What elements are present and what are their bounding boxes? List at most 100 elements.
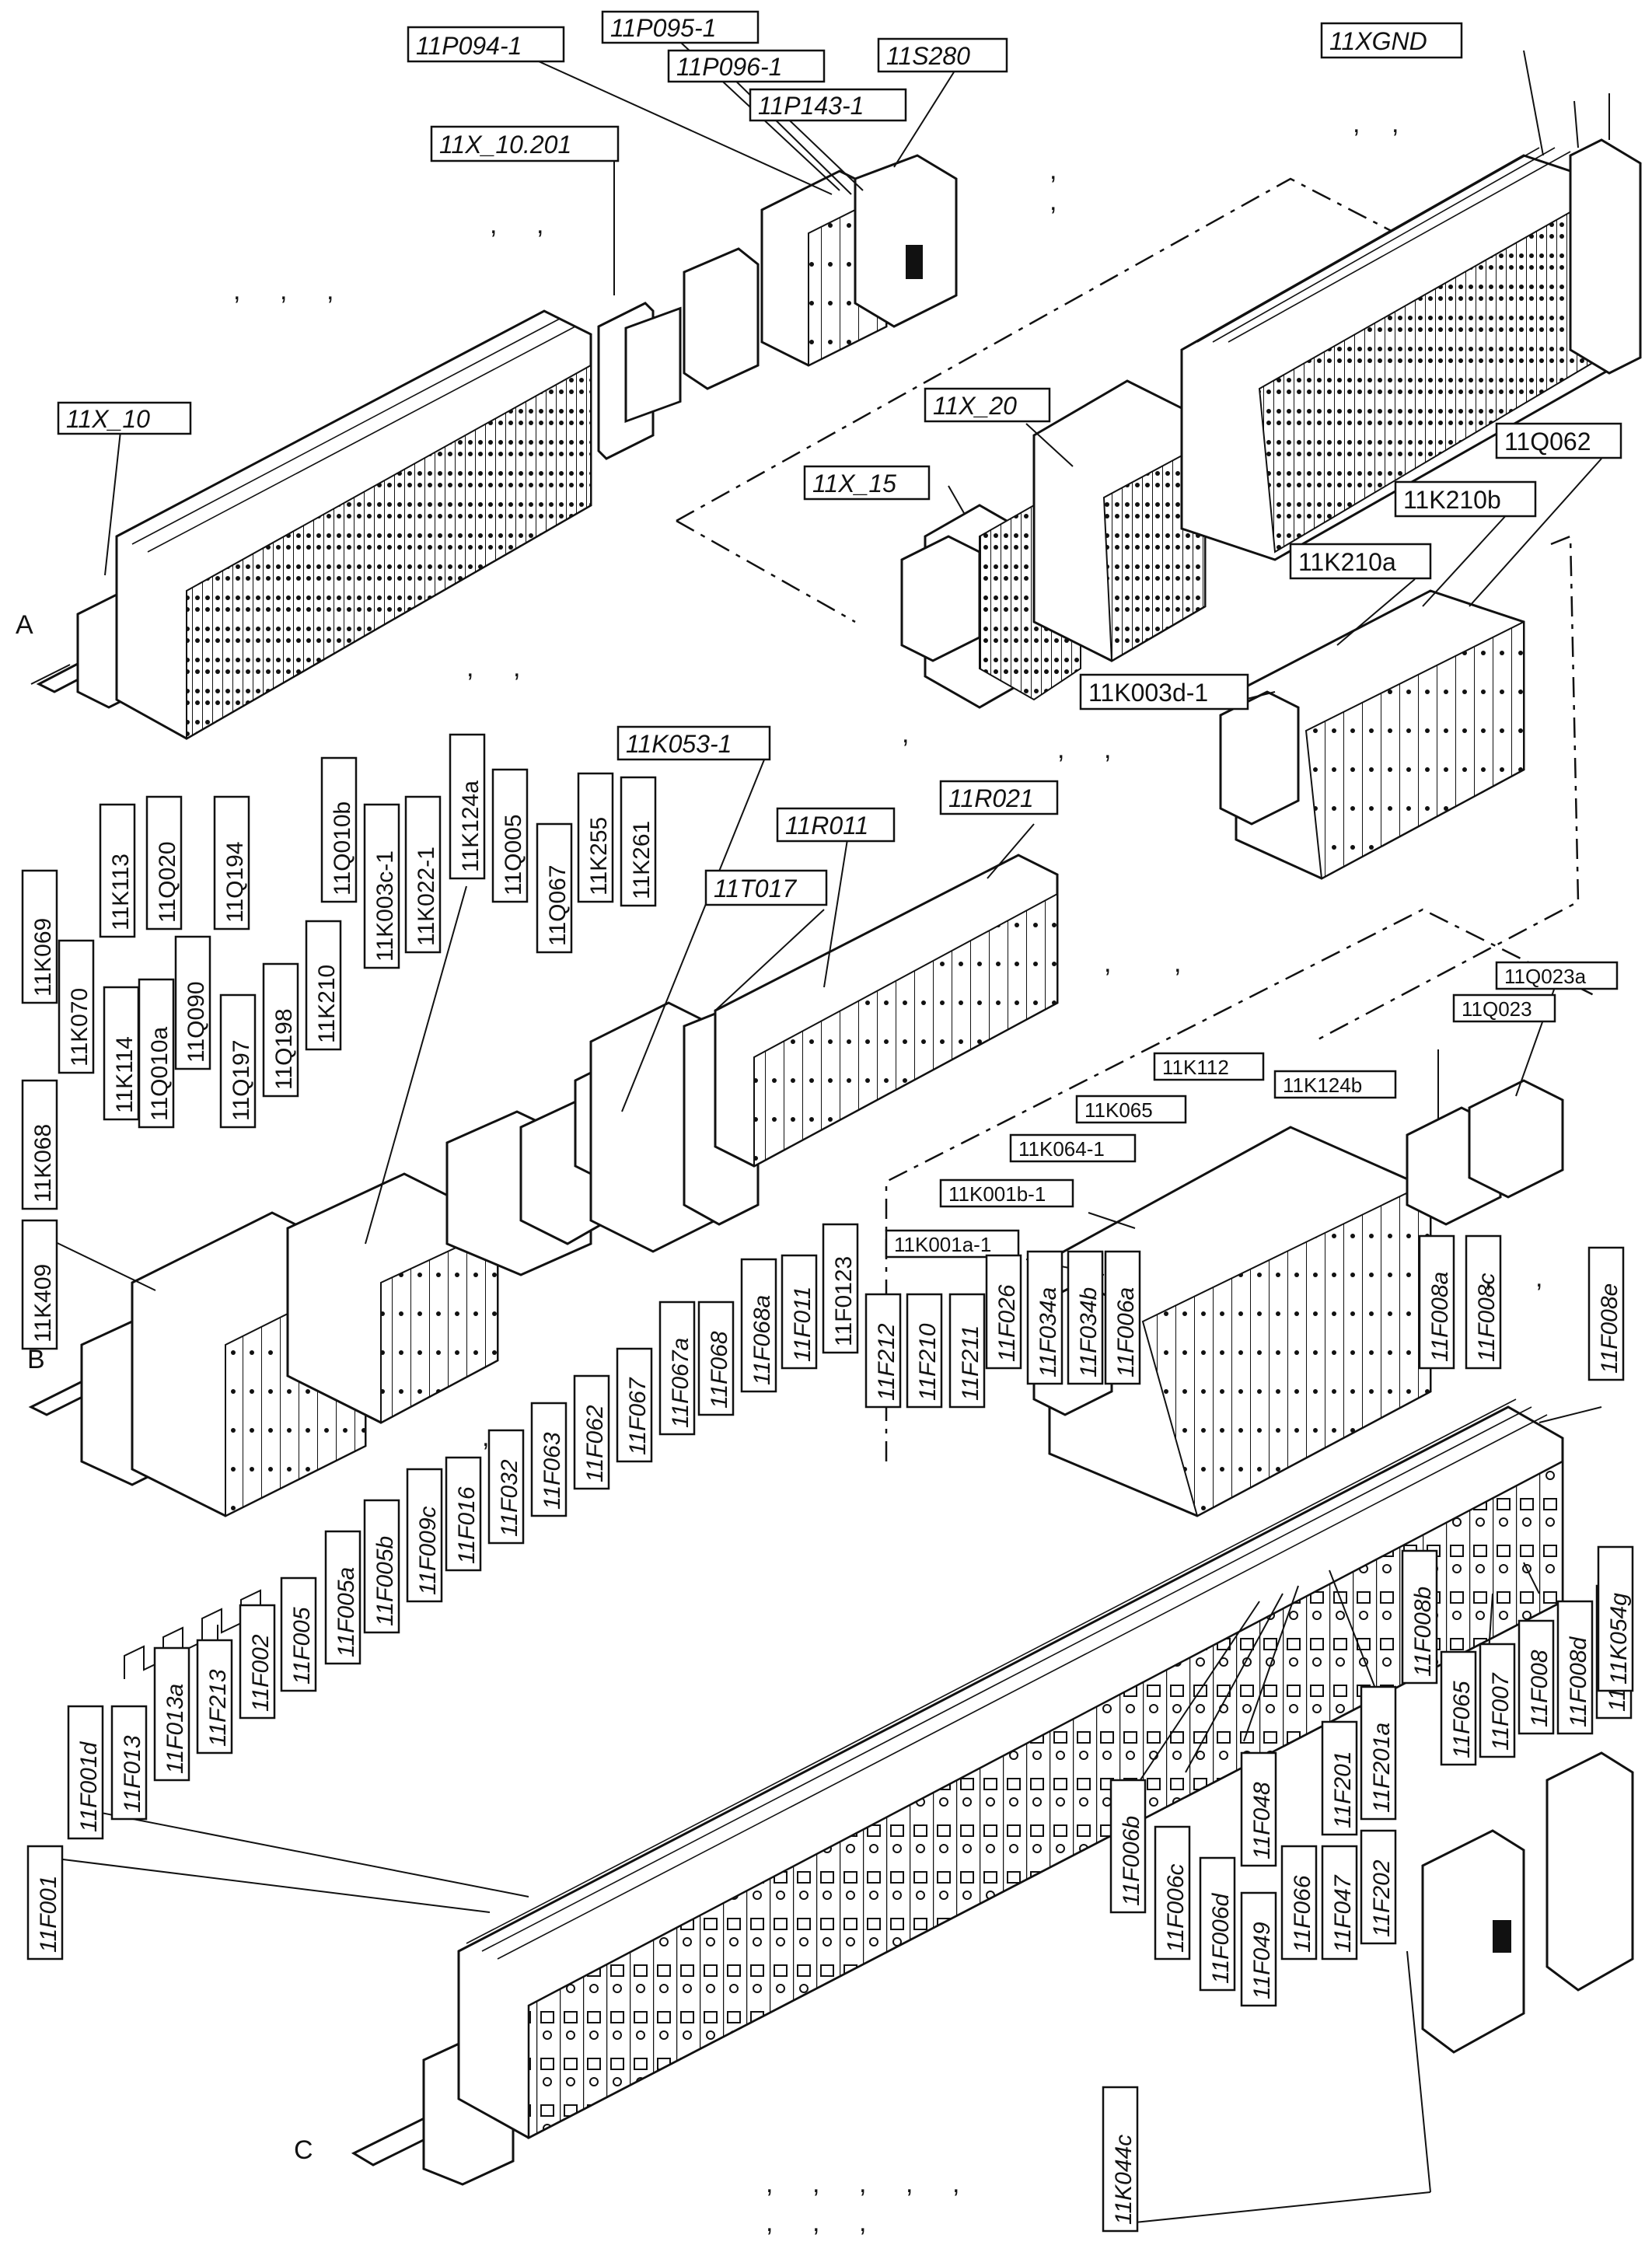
label-11f008c: 11F008c — [1474, 1273, 1500, 1362]
label-11f048: 11F048 — [1249, 1782, 1275, 1859]
label-11k044c: 11K044c — [1111, 2135, 1137, 2225]
marker-block — [624, 306, 682, 424]
mark-20: , — [766, 2169, 773, 2198]
label-11f008a: 11F008a — [1427, 1272, 1453, 1362]
label-11f009c: 11F009c — [415, 1506, 441, 1595]
mark-2: , — [280, 276, 287, 306]
label-11k124a: 11K124a — [458, 780, 484, 872]
label-11q010a: 11Q010a — [147, 1026, 173, 1121]
mark-8: , — [1050, 155, 1057, 185]
device-11k054g — [1545, 1751, 1634, 1992]
label-11f006b: 11F006b — [1119, 1816, 1144, 1906]
terminal-strip-11x-10-top — [116, 310, 576, 553]
label-11f007: 11F007 — [1488, 1672, 1514, 1751]
label-11f034b: 11F034b — [1076, 1287, 1102, 1377]
mark-3: , — [327, 276, 334, 306]
labels-bottom-right: 11F008a 11F008c 11F008e 11F007a 11F008d … — [1102, 1234, 1634, 2233]
label-11f210: 11F210 — [915, 1323, 941, 1401]
row-letter-a: A — [16, 610, 33, 640]
label-11k261: 11K261 — [629, 821, 655, 899]
label-11k409: 11K409 — [30, 1264, 56, 1342]
label-11f026: 11F026 — [994, 1284, 1020, 1362]
label-11f006d: 11F006d — [1208, 1892, 1234, 1984]
label-11q194: 11Q194 — [222, 841, 248, 923]
label-11f049: 11F049 — [1249, 1922, 1275, 1999]
mark-5: , — [536, 210, 543, 239]
labels-mid-horizontal: 11K053-1 11T017 11R011 11R021 11Q023a 11… — [616, 725, 1619, 1259]
label-11f213: 11F213 — [205, 1669, 231, 1747]
label-11f062: 11F062 — [582, 1405, 608, 1482]
label-11k054g: 11K054g — [1606, 1593, 1632, 1685]
label-11k003c-1: 11K003c-1 — [372, 850, 398, 962]
label-11f016: 11F016 — [454, 1486, 480, 1564]
label-11p096-1: 11P096-1 — [676, 53, 782, 81]
mark-17: , — [482, 1423, 489, 1452]
label-11f202: 11F202 — [1369, 1859, 1395, 1937]
row-a-assembly — [30, 138, 1642, 1043]
label-11q067: 11Q067 — [545, 864, 571, 946]
label-11q197: 11Q197 — [229, 1039, 254, 1121]
label-11f005b: 11F005b — [372, 1536, 398, 1626]
label-11q005: 11Q005 — [501, 814, 526, 896]
label-11f008e: 11F008e — [1597, 1283, 1622, 1374]
mark-18: , — [1485, 1263, 1492, 1293]
label-11t017: 11T017 — [714, 875, 797, 903]
label-11f063: 11F063 — [540, 1432, 565, 1510]
label-11f001: 11F001 — [36, 1875, 61, 1953]
label-11q062: 11Q062 — [1504, 428, 1591, 456]
label-11f212: 11F212 — [874, 1323, 899, 1401]
label-11f201: 11F201 — [1330, 1751, 1356, 1828]
label-11k065: 11K065 — [1084, 1098, 1153, 1122]
label-11f011: 11F011 — [790, 1287, 816, 1362]
end-clamp-relay — [1219, 690, 1300, 826]
label-11x-15: 11X_15 — [812, 470, 896, 498]
switch-toggle-icon — [906, 245, 923, 279]
label-11s280: 11S280 — [886, 42, 970, 70]
mark-26: , — [812, 2208, 819, 2237]
dashed-enclosure-top — [676, 177, 1517, 623]
label-11k001b-1: 11K001b-1 — [948, 1182, 1046, 1206]
label-11q010b: 11Q010b — [330, 801, 355, 896]
label-11q090: 11Q090 — [183, 981, 209, 1063]
label-11xgnd: 11XGND — [1329, 27, 1427, 55]
label-11k068: 11K068 — [30, 1124, 56, 1203]
label-11x-20: 11X_20 — [933, 392, 1017, 420]
separator-marks: , , , , , , , , , , , , , , , , , , , , … — [233, 109, 1542, 2237]
label-11k022-1: 11K022-1 — [414, 847, 439, 946]
label-11k113: 11K113 — [108, 854, 134, 930]
mark-12: , — [902, 719, 909, 749]
row-b-assembly — [28, 854, 1594, 1517]
row-letter-c: C — [294, 2135, 313, 2165]
breaker-strip-11f-top — [466, 1398, 1548, 1960]
ground-end-plate — [1569, 138, 1642, 375]
label-11r011: 11R011 — [785, 812, 868, 840]
label-11k255: 11K255 — [586, 817, 612, 896]
label-11f013: 11F013 — [120, 1735, 145, 1813]
labels-top: 11P094-1 11P095-1 11P096-1 11P143-1 11S2… — [57, 10, 1622, 711]
label-11f068a: 11F068a — [749, 1295, 775, 1385]
labels-bottom-left: 11F001 11F001d 11F013 11F013a 11F213 11F… — [26, 1223, 1141, 1960]
mark-16: , — [1174, 948, 1181, 978]
label-11p094-1: 11P094-1 — [416, 32, 522, 60]
label-11f067a: 11F067a — [668, 1338, 693, 1428]
end-clamp-small — [683, 247, 760, 390]
label-11f013a: 11F013a — [162, 1684, 188, 1774]
label-11f034a: 11F034a — [1036, 1287, 1061, 1377]
label-11f047: 11F047 — [1330, 1874, 1356, 1953]
label-11k210a: 11K210a — [1298, 548, 1396, 576]
end-clamp-mid — [900, 535, 981, 662]
label-11f005a: 11F005a — [334, 1567, 359, 1657]
label-11r021: 11R021 — [948, 784, 1034, 812]
row-letter-b: B — [27, 1345, 45, 1374]
label-11k069: 11K069 — [30, 918, 56, 997]
label-11f067: 11F067 — [625, 1377, 651, 1455]
label-11f005: 11F005 — [289, 1607, 315, 1685]
mark-19: , — [1535, 1263, 1542, 1293]
label-11q023a: 11Q023a — [1504, 965, 1587, 988]
label-11k124b: 11K124b — [1283, 1074, 1362, 1097]
mark-7: , — [513, 653, 520, 683]
label-11f211: 11F211 — [958, 1325, 983, 1401]
label-11q020: 11Q020 — [155, 841, 180, 923]
terminal-strip-11xgnd-top — [1196, 147, 1571, 343]
